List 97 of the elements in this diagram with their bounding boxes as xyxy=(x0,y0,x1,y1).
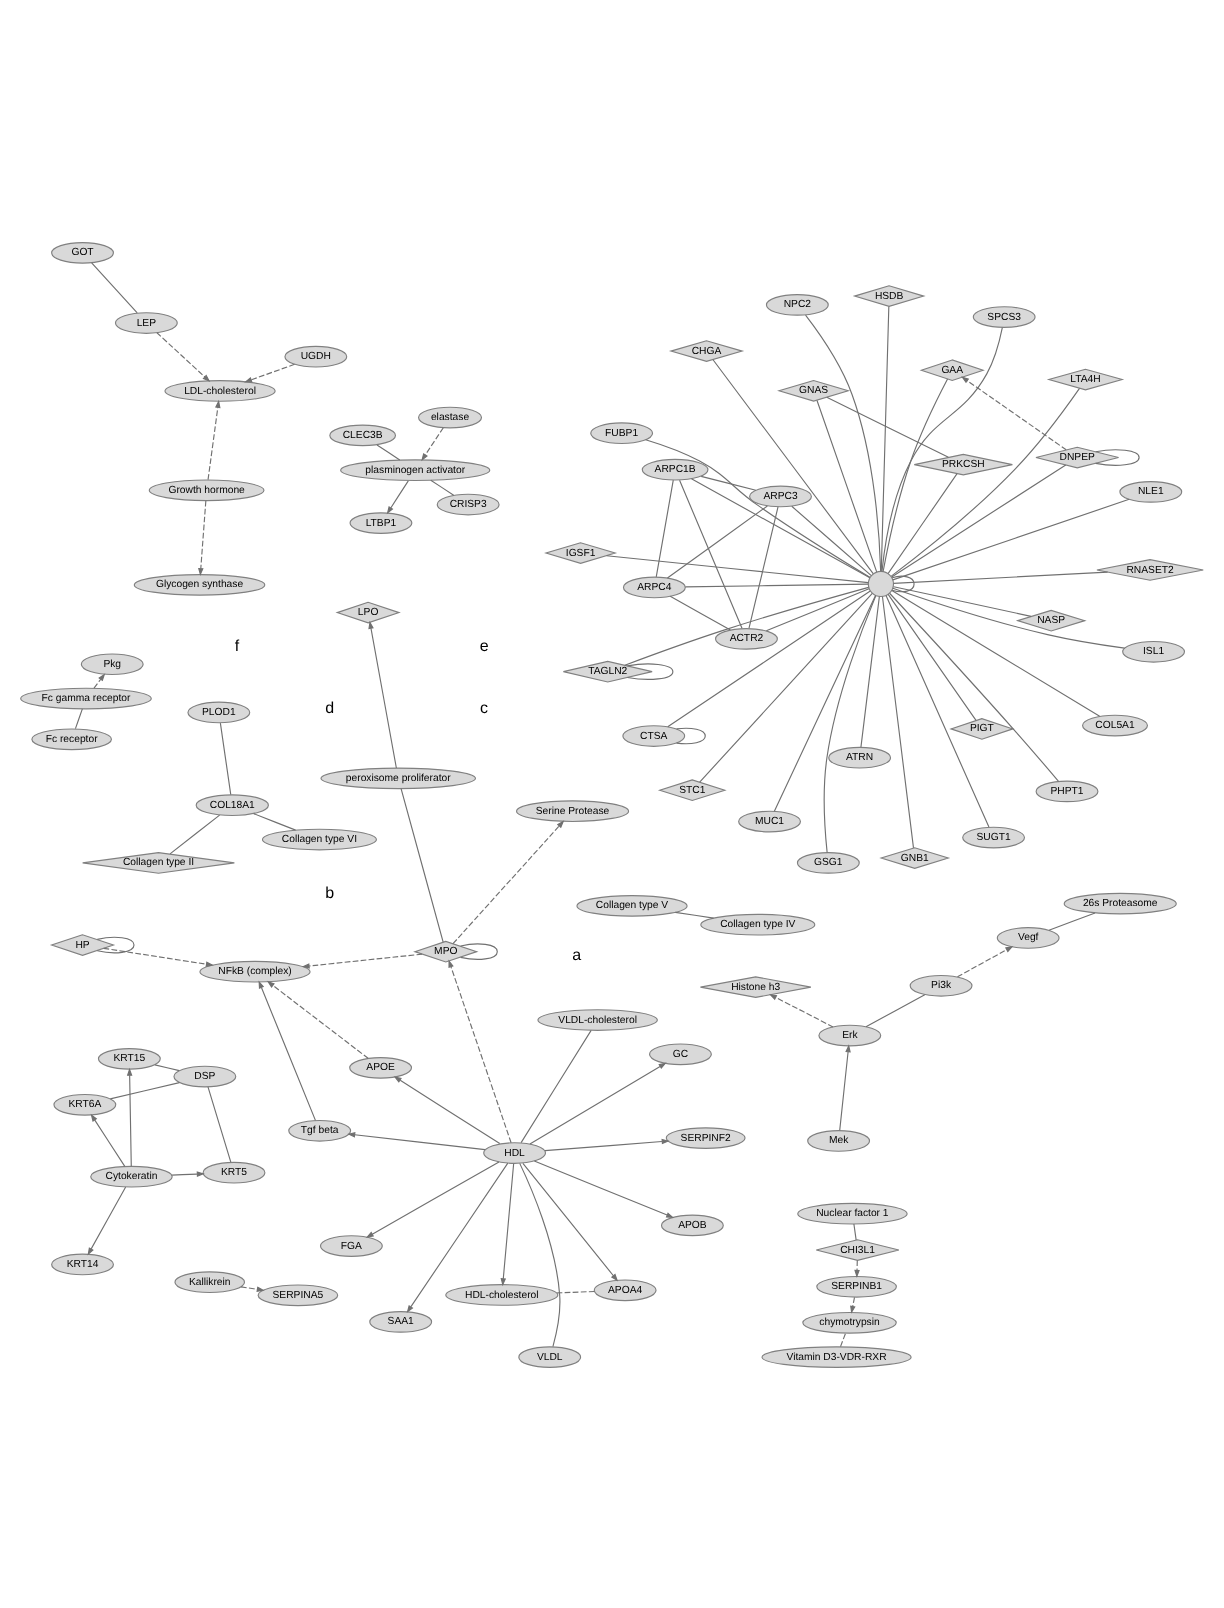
arrow xyxy=(347,1131,486,1150)
connector xyxy=(699,591,873,782)
connector xyxy=(679,478,743,628)
arrow xyxy=(500,1162,515,1286)
connector xyxy=(823,594,877,852)
connector xyxy=(891,574,915,592)
connector xyxy=(74,707,83,729)
connector xyxy=(519,1161,561,1347)
arrow xyxy=(522,1161,619,1281)
connector xyxy=(826,395,949,457)
connector xyxy=(219,721,232,795)
connector xyxy=(791,504,872,576)
arrow xyxy=(240,1285,265,1291)
arrow xyxy=(956,945,1014,977)
connector xyxy=(890,386,1081,576)
arrow xyxy=(961,375,1067,450)
connector xyxy=(674,910,715,918)
arrow xyxy=(393,1075,501,1144)
connector xyxy=(675,726,706,744)
connector xyxy=(169,813,221,854)
connector xyxy=(154,1063,180,1071)
connector xyxy=(606,554,869,583)
connector xyxy=(666,504,768,578)
arrow xyxy=(406,1161,509,1313)
connector xyxy=(624,585,870,665)
arrow xyxy=(156,331,211,381)
connector xyxy=(556,1289,595,1293)
arrow xyxy=(533,1159,675,1217)
connector xyxy=(853,1222,857,1240)
connector xyxy=(669,594,731,630)
connector xyxy=(253,812,297,830)
arrow xyxy=(850,1295,856,1313)
connector xyxy=(91,261,138,313)
connector xyxy=(892,497,1130,580)
arrow xyxy=(266,979,369,1058)
connector xyxy=(626,662,674,679)
connector xyxy=(1095,448,1140,465)
arrow xyxy=(301,952,423,968)
connector xyxy=(885,593,990,827)
arrow xyxy=(126,1066,133,1166)
arrow xyxy=(93,672,106,688)
connector xyxy=(376,443,401,460)
connector xyxy=(773,593,877,811)
arrow xyxy=(529,1061,667,1144)
connector xyxy=(765,587,870,631)
arrow xyxy=(365,1160,500,1237)
arrow xyxy=(544,1137,670,1151)
connector xyxy=(891,463,1067,577)
arrow xyxy=(368,619,397,768)
arrow xyxy=(87,1185,127,1255)
connector xyxy=(207,1085,232,1162)
connector xyxy=(700,474,757,490)
arrow xyxy=(421,426,444,461)
connector xyxy=(880,304,890,571)
arrow xyxy=(452,819,565,944)
connector xyxy=(645,438,871,577)
arrow xyxy=(171,1170,205,1176)
connector xyxy=(430,478,455,495)
connector xyxy=(889,591,1060,781)
connector xyxy=(881,326,1003,571)
arrow xyxy=(198,499,207,576)
connector xyxy=(887,592,977,720)
arrow xyxy=(207,398,221,480)
connector xyxy=(892,586,1126,648)
node-circle xyxy=(867,569,895,597)
connector xyxy=(893,585,1032,616)
arrow xyxy=(90,1112,126,1166)
connector xyxy=(109,1081,180,1099)
connector xyxy=(667,589,871,727)
arrow xyxy=(768,992,834,1027)
connector xyxy=(887,472,958,573)
arrow xyxy=(103,946,214,966)
connector xyxy=(520,1028,592,1143)
connector xyxy=(892,570,1109,583)
arrow xyxy=(258,979,316,1120)
connector xyxy=(881,594,915,848)
connector xyxy=(96,935,135,953)
connector xyxy=(690,477,871,578)
connector xyxy=(1048,911,1096,930)
connector xyxy=(839,1331,847,1347)
connector xyxy=(684,582,869,587)
connector xyxy=(882,377,949,572)
connector xyxy=(891,589,1101,716)
connector xyxy=(655,478,674,577)
connector xyxy=(460,942,498,959)
connector xyxy=(712,358,874,574)
arrow xyxy=(448,958,512,1143)
connector xyxy=(805,313,882,571)
connector xyxy=(865,993,926,1027)
connector xyxy=(816,398,878,572)
connector xyxy=(748,505,779,628)
connector xyxy=(400,787,444,942)
arrow xyxy=(839,1043,851,1130)
connector xyxy=(860,594,880,747)
arrow xyxy=(854,1258,860,1277)
arrow xyxy=(386,479,409,514)
arrow xyxy=(244,362,296,382)
